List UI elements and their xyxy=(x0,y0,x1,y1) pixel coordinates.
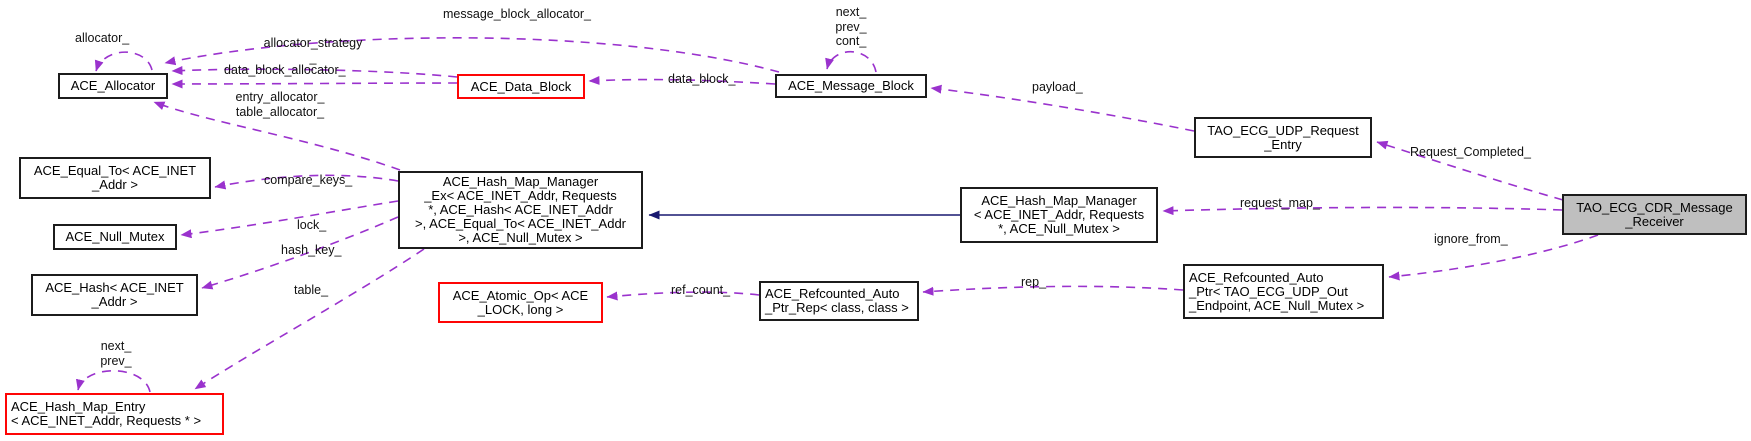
edge-label-ref-count: ref_count_ xyxy=(671,283,731,297)
edge-label-request-completed: Request_Completed_ xyxy=(1410,145,1531,159)
edge-ignore-from xyxy=(1388,234,1599,281)
edge-data-block-allocator xyxy=(171,79,458,89)
edge-label-lock: lock_ xyxy=(297,218,327,232)
edge-label-allocator: allocator_ xyxy=(75,31,130,45)
node-ace-hash-map-manager-ex[interactable]: ACE_Hash_Map_Manager _Ex< ACE_INET_Addr,… xyxy=(398,171,643,249)
edge-ref-count xyxy=(606,291,760,301)
edge-hash-map-entry-self-loop xyxy=(76,370,151,393)
edge-label-table: table_ xyxy=(294,283,329,297)
edge-request-map xyxy=(1162,206,1563,216)
edge-label-next-prev: next_ prev_ xyxy=(100,339,132,368)
node-ace-atomic-op[interactable]: ACE_Atomic_Op< ACE _LOCK, long > xyxy=(438,282,603,323)
node-ace-null-mutex[interactable]: ACE_Null_Mutex xyxy=(53,224,177,250)
edge-label-compare-keys: compare_keys_ xyxy=(264,173,353,187)
edge-label-payload: payload_ xyxy=(1032,80,1083,94)
node-ace-allocator[interactable]: ACE_Allocator xyxy=(58,73,168,99)
node-ace-data-block[interactable]: ACE_Data_Block xyxy=(457,74,585,99)
edge-entry-table-allocator xyxy=(153,101,401,171)
edge-label-allocator-strategy: allocator_strategy _ xyxy=(263,36,363,65)
edge-data-block xyxy=(588,75,776,85)
edge-label-data-block-allocator: data_block_allocator_ xyxy=(224,63,346,77)
edge-lock xyxy=(180,200,399,239)
edge-label-ignore-from: ignore_from_ xyxy=(1434,232,1508,246)
edge-label-request-map: request_map_ xyxy=(1240,196,1320,210)
node-ace-refcounted-auto-ptr[interactable]: ACE_Refcounted_Auto _Ptr< TAO_ECG_UDP_Ou… xyxy=(1183,264,1384,319)
node-ace-hash-map-manager[interactable]: ACE_Hash_Map_Manager < ACE_INET_Addr, Re… xyxy=(960,187,1158,243)
edge-allocator-strategy xyxy=(171,66,458,78)
edge-rep xyxy=(922,285,1184,296)
edge-allocator-self-loop xyxy=(94,51,153,72)
edge-compare-keys xyxy=(214,174,399,190)
node-ace-refcounted-auto-ptr-rep[interactable]: ACE_Refcounted_Auto _Ptr_Rep< class, cla… xyxy=(759,281,919,321)
edge-request-completed xyxy=(1376,140,1564,201)
node-ace-message-block[interactable]: ACE_Message_Block xyxy=(775,74,927,98)
node-tao-ecg-udp-request-entry[interactable]: TAO_ECG_UDP_Request _Entry xyxy=(1194,117,1372,158)
edge-label-entry-table-allocator: entry_allocator_ table_allocator_ xyxy=(235,90,325,119)
edge-label-data-block: data_block_ xyxy=(668,72,736,86)
node-ace-hash[interactable]: ACE_Hash< ACE_INET _Addr > xyxy=(31,274,198,316)
edge-hash-key xyxy=(201,216,399,290)
edge-payload xyxy=(930,84,1195,132)
edge-message-block-allocator xyxy=(164,37,780,73)
edge-label-message-block-allocator: message_block_allocator_ xyxy=(443,7,592,21)
node-ace-hash-map-entry[interactable]: ACE_Hash_Map_Entry < ACE_INET_Addr, Requ… xyxy=(5,393,224,435)
edge-label-rep: rep_ xyxy=(1021,275,1047,289)
edge-label-hash-key: hash_key_ xyxy=(281,243,342,257)
edge-table xyxy=(194,248,425,390)
node-tao-ecg-cdr-message-receiver: TAO_ECG_CDR_Message _Receiver xyxy=(1562,194,1747,235)
node-ace-equal-to[interactable]: ACE_Equal_To< ACE_INET _Addr > xyxy=(19,157,211,199)
edge-message-block-self-loop xyxy=(825,50,877,73)
edge-label-next-prev-cont: next_ prev_ cont_ xyxy=(835,5,867,48)
